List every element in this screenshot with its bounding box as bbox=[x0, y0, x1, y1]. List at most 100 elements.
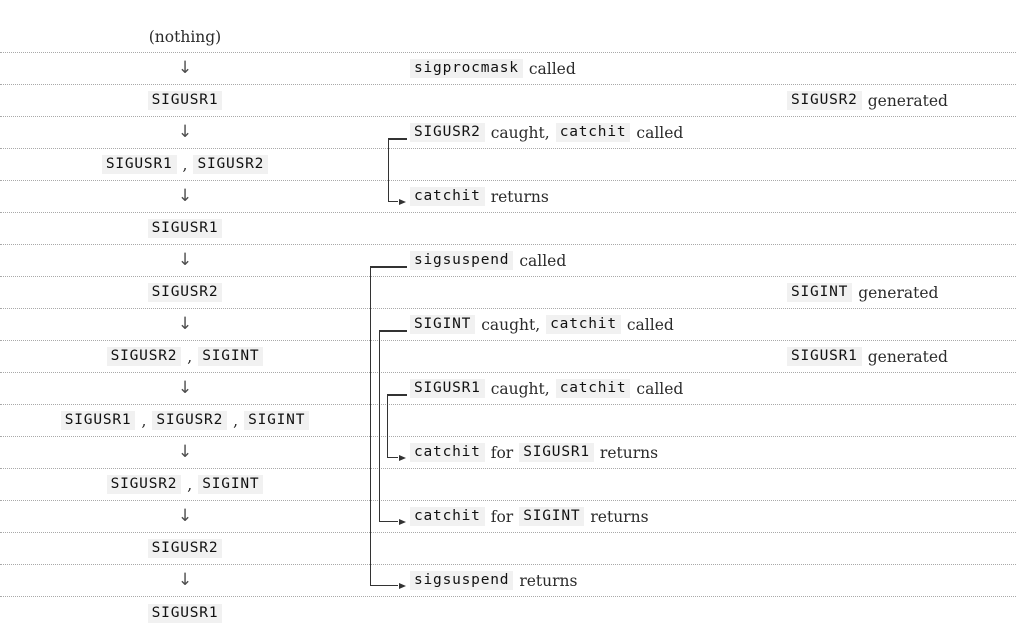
code-chip: catchit bbox=[555, 379, 631, 398]
mask-state-cell: SIGUSR1,SIGUSR2 bbox=[0, 149, 370, 180]
bracket-return-line bbox=[388, 200, 398, 202]
label-text: generated bbox=[867, 91, 948, 110]
event-cell bbox=[370, 597, 785, 629]
mask-state-cell: ↓ bbox=[0, 53, 370, 84]
mask-state-cell: SIGUSR1 bbox=[0, 597, 370, 629]
timeline-row-1: (nothing) bbox=[0, 21, 1016, 53]
code-chip: SIGUSR2 bbox=[152, 411, 228, 430]
bracket-call-line bbox=[379, 330, 407, 332]
right-arrowhead-icon bbox=[399, 199, 406, 205]
label-text: (nothing) bbox=[148, 27, 222, 46]
timeline-row-17: SIGUSR2 bbox=[0, 533, 1016, 565]
generated-cell bbox=[785, 149, 1016, 180]
code-chip: catchit bbox=[555, 123, 631, 142]
event-cell: catchit returns bbox=[370, 181, 785, 212]
code-chip: SIGUSR2 bbox=[106, 347, 182, 366]
timeline-row-2: ↓ sigprocmask called bbox=[0, 53, 1016, 85]
code-chip: SIGUSR2 bbox=[787, 91, 862, 110]
label-text: returns bbox=[490, 187, 549, 206]
mask-state-cell: ↓ bbox=[0, 501, 370, 532]
code-chip: sigsuspend bbox=[410, 251, 514, 270]
label-text: for bbox=[490, 443, 514, 462]
timeline-row-19: SIGUSR1 bbox=[0, 597, 1016, 629]
down-arrow-icon: ↓ bbox=[177, 506, 193, 526]
code-chip: catchit bbox=[410, 187, 485, 206]
mask-state-cell: ↓ bbox=[0, 181, 370, 212]
generated-cell bbox=[785, 117, 1016, 148]
label-text: called bbox=[626, 315, 674, 334]
label-text: generated bbox=[858, 283, 939, 302]
generated-cell: SIGUSR2 generated bbox=[785, 85, 1016, 116]
event-cell bbox=[370, 21, 785, 52]
generated-cell bbox=[785, 245, 1016, 276]
label-text: , bbox=[187, 347, 193, 366]
label-text: generated bbox=[867, 347, 948, 366]
mask-state-cell: SIGUSR2,SIGINT bbox=[0, 469, 370, 500]
mask-state-cell: ↓ bbox=[0, 437, 370, 468]
mask-state-cell: ↓ bbox=[0, 309, 370, 340]
generated-cell bbox=[785, 181, 1016, 212]
bracket-return-line bbox=[387, 456, 398, 458]
sigsuspend-span-bracket bbox=[370, 266, 421, 589]
down-arrow-icon: ↓ bbox=[177, 250, 193, 270]
code-chip: SIGINT bbox=[198, 347, 264, 366]
sigint-catchit-span-bracket bbox=[379, 330, 430, 525]
label-text: for bbox=[490, 507, 514, 526]
code-chip: SIGINT bbox=[410, 315, 476, 334]
mask-state-cell: SIGUSR1,SIGUSR2,SIGINT bbox=[0, 405, 370, 436]
down-arrow-icon: ↓ bbox=[177, 186, 193, 206]
generated-cell bbox=[785, 373, 1016, 404]
generated-cell bbox=[785, 501, 1016, 532]
bracket-return-line bbox=[370, 584, 398, 586]
down-arrow-icon: ↓ bbox=[177, 122, 193, 142]
mask-state-cell: ↓ bbox=[0, 245, 370, 276]
code-chip: SIGINT bbox=[519, 507, 585, 526]
mask-state-cell: (nothing) bbox=[0, 21, 370, 52]
mask-state-cell: ↓ bbox=[0, 373, 370, 404]
generated-cell bbox=[785, 405, 1016, 436]
label-text: called bbox=[636, 123, 684, 142]
timeline-row-13: SIGUSR1,SIGUSR2,SIGINT bbox=[0, 405, 1016, 437]
label-text: called bbox=[528, 59, 576, 78]
generated-cell bbox=[785, 53, 1016, 84]
down-arrow-icon: ↓ bbox=[177, 442, 193, 462]
generated-cell: SIGINT generated bbox=[785, 277, 1016, 308]
code-chip: SIGUSR1 bbox=[147, 603, 223, 623]
timeline-row-6: ↓ catchit returns bbox=[0, 181, 1016, 213]
label-text: , bbox=[233, 411, 239, 430]
generated-cell bbox=[785, 565, 1016, 596]
bracket-return-line bbox=[379, 520, 398, 522]
label-text: returns bbox=[590, 507, 649, 526]
generated-cell bbox=[785, 437, 1016, 468]
down-arrow-icon: ↓ bbox=[177, 570, 193, 590]
right-arrowhead-icon bbox=[399, 455, 406, 461]
down-arrow-icon: ↓ bbox=[177, 58, 193, 78]
label-text: returns bbox=[599, 443, 659, 462]
code-chip: SIGINT bbox=[787, 283, 853, 302]
sigusr2-catchit-span-bracket bbox=[388, 138, 439, 205]
mask-state-cell: SIGUSR1 bbox=[0, 213, 370, 244]
code-chip: SIGINT bbox=[198, 475, 264, 494]
code-chip: SIGUSR2 bbox=[410, 123, 485, 142]
timeline-row-7: SIGUSR1 bbox=[0, 213, 1016, 245]
code-chip: SIGUSR1 bbox=[410, 379, 485, 398]
code-chip: SIGUSR1 bbox=[147, 91, 223, 110]
event-cell bbox=[370, 469, 785, 500]
generated-cell bbox=[785, 21, 1016, 52]
bracket-call-line bbox=[387, 394, 407, 396]
code-chip: sigprocmask bbox=[410, 59, 523, 78]
label-text: caught, bbox=[481, 315, 541, 334]
event-cell bbox=[370, 85, 785, 116]
label-text: caught, bbox=[490, 379, 550, 398]
mask-state-cell: SIGUSR2, SIGINT bbox=[0, 341, 370, 372]
